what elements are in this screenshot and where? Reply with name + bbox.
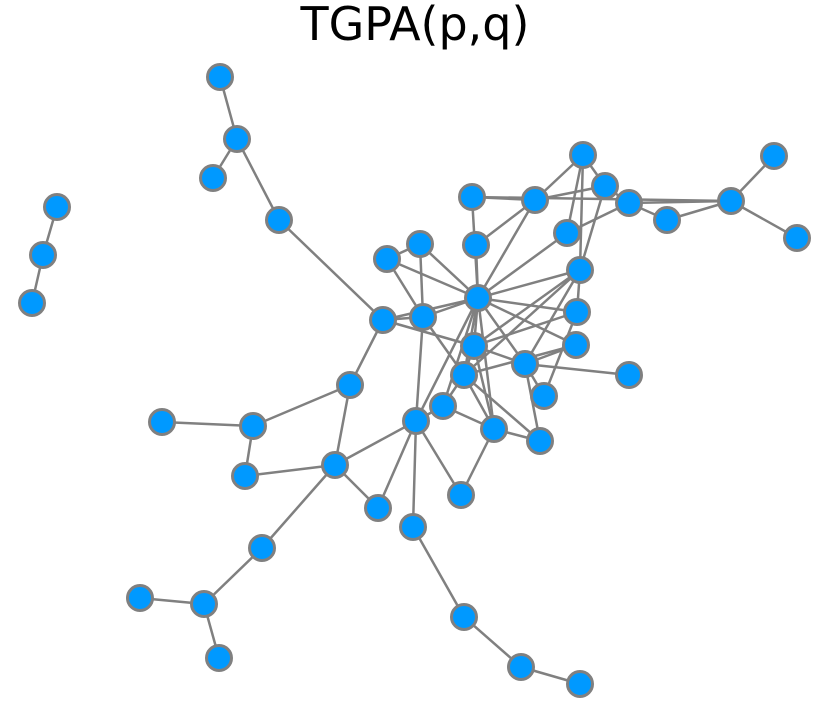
graph-node (43, 193, 71, 221)
graph-node (450, 603, 478, 631)
graph-node (480, 415, 508, 443)
graph-node (464, 284, 492, 312)
graph-node (566, 670, 594, 698)
graph-node (429, 392, 457, 420)
graph-edge (385, 257, 480, 300)
graph-node (199, 164, 227, 192)
graph-node (521, 186, 549, 214)
graph-node (206, 63, 234, 91)
graph-node (591, 172, 619, 200)
graph-edge (243, 463, 337, 478)
graph-node (239, 412, 267, 440)
graph-edge (333, 419, 418, 467)
graph-node (223, 125, 251, 153)
graph-node (369, 306, 397, 334)
graph-node (321, 451, 349, 479)
graph-node (563, 298, 591, 326)
graph-node (402, 407, 430, 435)
graph-node (409, 303, 437, 331)
graph-edge (542, 310, 579, 398)
graph-edge (476, 296, 578, 347)
graph-node (783, 224, 811, 252)
graph-node (336, 371, 364, 399)
graph-edge (414, 419, 463, 497)
graph-node (406, 230, 434, 258)
node-layer (18, 63, 811, 698)
graph-edge (476, 231, 569, 300)
graph-node (265, 206, 293, 234)
graph-edge (476, 198, 537, 300)
graph-edge (523, 268, 582, 366)
graph-edge (260, 463, 337, 550)
graph-edge (472, 310, 579, 348)
graph-node (18, 289, 46, 317)
graph-node (717, 187, 745, 215)
graph-edge (523, 362, 631, 377)
graph-node (526, 427, 554, 455)
graph-node (205, 644, 233, 672)
graph-edge (462, 268, 582, 377)
graph-node (460, 332, 488, 360)
graph-edge (472, 344, 496, 431)
graph-edge (472, 268, 582, 348)
graph-node (530, 382, 558, 410)
graph-node (569, 141, 597, 169)
graph-node (653, 206, 681, 234)
graph-node (507, 653, 535, 681)
graph-node (566, 256, 594, 284)
graph-edge (414, 315, 425, 423)
graph-edge (376, 419, 418, 510)
graph-node (615, 361, 643, 389)
graph-edge (277, 218, 385, 322)
graph-edge (381, 318, 476, 348)
graph-edge (235, 137, 281, 222)
graph-node (373, 245, 401, 273)
graph-node (562, 331, 590, 359)
graph-edge (476, 296, 579, 314)
graph-node (511, 350, 539, 378)
graph-node (29, 241, 57, 269)
graph-edge (160, 420, 255, 428)
graph-edge (411, 419, 418, 529)
graph-edge (414, 296, 480, 423)
graph-node (364, 494, 392, 522)
graph-node (462, 231, 490, 259)
graph-node (447, 481, 475, 509)
graph-edge (462, 373, 542, 443)
graph-title: TGPA(p,q) (300, 0, 530, 51)
graph-node (126, 584, 154, 612)
graph-node (190, 590, 218, 618)
graph-node (248, 534, 276, 562)
graph-node (231, 462, 259, 490)
graph-node (760, 142, 788, 170)
graph-edge (441, 296, 480, 408)
graph-node (399, 513, 427, 541)
graph-node (458, 183, 486, 211)
graph-edge (476, 296, 496, 431)
graph-node (553, 219, 581, 247)
graph-edge (251, 383, 352, 428)
graph-node (615, 189, 643, 217)
graph-edge (411, 525, 466, 619)
graph-edge (578, 153, 585, 272)
graph-edge (476, 268, 582, 300)
graph-node (148, 408, 176, 436)
graph-node (450, 361, 478, 389)
